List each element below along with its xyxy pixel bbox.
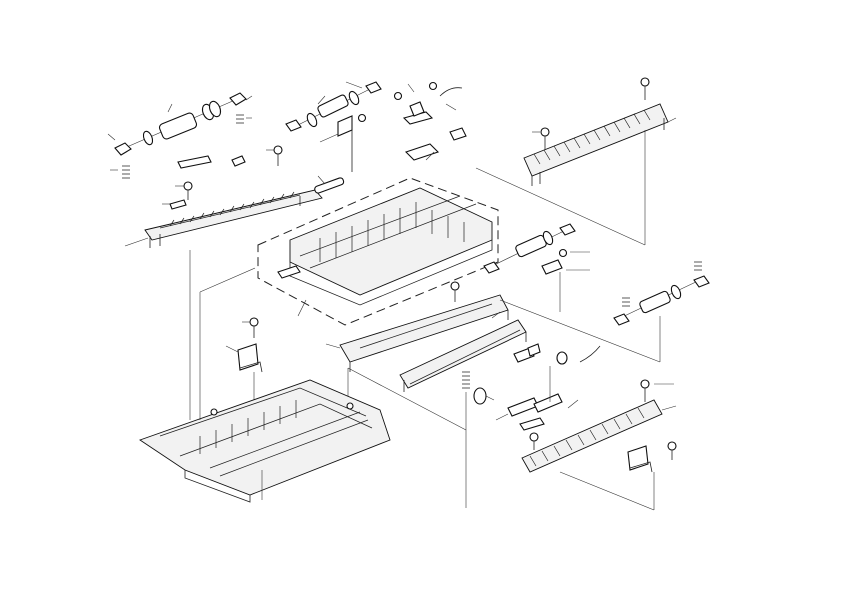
center-guide-plates <box>325 281 661 455</box>
top-right-guide-rack <box>475 77 677 246</box>
bottom-center-parts <box>462 343 601 508</box>
upper-guide-plate <box>124 145 323 248</box>
center-top-parts <box>285 81 467 194</box>
lower-right-guide-rack <box>521 379 677 511</box>
base-frame <box>139 250 391 503</box>
feed-roller-assembly <box>107 92 253 179</box>
duplex-upper-cover <box>257 177 499 326</box>
right-middle-rollers <box>483 223 710 362</box>
